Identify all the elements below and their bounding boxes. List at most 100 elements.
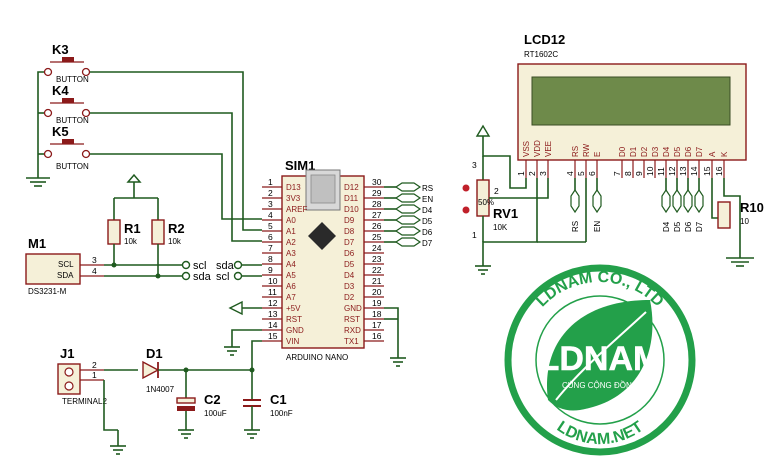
- mcu-net-flag: [394, 204, 422, 214]
- lcd-net-flag: [661, 188, 671, 214]
- rv1-mark: 50%: [478, 198, 494, 207]
- r10-ref: R10: [740, 200, 764, 215]
- arduino-nano: SIM1 ARDUINO NANO 1D1323V33AREF4A05A16A2…: [216, 158, 384, 362]
- mcu-left-pin-number: 5: [268, 221, 273, 231]
- mcu-right-pin-name: RXD: [344, 326, 361, 335]
- m1-pin-sda: SDA: [57, 271, 74, 280]
- lcd-net-flag: [672, 188, 682, 214]
- j1-model: TERMINAL2: [62, 397, 107, 406]
- r2-ref: R2: [168, 221, 185, 236]
- c1-ref: C1: [270, 392, 287, 407]
- lcd-pin-name: D7: [695, 146, 704, 157]
- m1-pinno-4: 4: [92, 266, 97, 276]
- j1-ref: J1: [60, 346, 74, 361]
- lcd-pin-name: RS: [571, 146, 580, 157]
- potentiometer-rv1: 3 2 1 50% RV1 10K: [462, 156, 518, 242]
- m1-pinno-3: 3: [92, 255, 97, 265]
- mcu-left-pin-name: A4: [286, 260, 296, 269]
- mcu-right-pin-number: 17: [372, 320, 382, 330]
- mcu-left-pin-name: A7: [286, 293, 296, 302]
- logo-center-text: LDNAM: [539, 340, 662, 378]
- lcd-pin-name: D4: [662, 146, 671, 157]
- lcd-pin-name: D5: [673, 146, 682, 157]
- c2-ref: C2: [204, 392, 221, 407]
- rv1-value: 10K: [493, 223, 508, 232]
- mcu-left-pin-name: A2: [286, 238, 296, 247]
- r10-value: 10: [740, 217, 749, 226]
- rv1-pin-2: 2: [494, 186, 499, 196]
- mcu-left-pin-number: 10: [268, 276, 278, 286]
- lcd-pin-number: 6: [587, 171, 597, 176]
- mcu-left-pin-name: RST: [286, 315, 302, 324]
- mcu-right-pin-number: 24: [372, 243, 382, 253]
- mcu-wires: [224, 300, 406, 370]
- lcd-pin-number: 15: [702, 166, 712, 176]
- mcu-right-pin-number: 27: [372, 210, 382, 220]
- lcd-net-flag: [592, 188, 602, 214]
- lcd-pin-name: VDD: [533, 140, 542, 157]
- mcu-left-pins: 1D1323V33AREF4A05A16A27A38A49A510A611A71…: [262, 177, 307, 346]
- m1-pin-scl: SCL: [58, 260, 74, 269]
- rv1-ref: RV1: [493, 206, 518, 221]
- mcu-right-pin-number: 29: [372, 188, 382, 198]
- lcd-net-label: EN: [593, 221, 602, 232]
- logo-tagline: CÙNG CỘNG ĐỒNG: [562, 380, 638, 390]
- c1-value: 100nF: [270, 409, 293, 418]
- lcd-pin-number: 11: [656, 167, 666, 176]
- mcu-left-pin-number: 13: [268, 309, 278, 319]
- lcd-module: LCD12 RT1602C VSS1VDD2VEE3RS4RSRW5E6END0…: [516, 32, 747, 232]
- lcd-pin-name: D0: [618, 146, 627, 157]
- mcu-left-pin-name: A1: [286, 227, 296, 236]
- lcd-pin-name: VEE: [544, 141, 553, 157]
- mcu-left-pin-number: 3: [268, 199, 273, 209]
- button-k5: K5 BUTTON: [43, 124, 91, 171]
- mcu-right-pin-number: 30: [372, 177, 382, 187]
- button-wires: [26, 71, 262, 242]
- lcd-pin-number: 3: [538, 171, 548, 176]
- mcu-net-label: D5: [422, 217, 433, 226]
- mcu-left-pin-number: 4: [268, 210, 273, 220]
- mcu-net-label: D4: [422, 206, 433, 215]
- mcu-net-flag: [394, 237, 422, 247]
- lcd-ref: LCD12: [524, 32, 565, 47]
- mcu-right-pin-name: D5: [344, 260, 355, 269]
- mcu-right-pin-name: D12: [344, 183, 359, 192]
- mcu-left-pin-number: 2: [268, 188, 273, 198]
- lcd-pin-name: RW: [582, 143, 591, 157]
- lcd-net-flag: [570, 188, 580, 214]
- mcu-right-pin-name: D3: [344, 282, 355, 291]
- mcu-net-flag: [394, 215, 422, 225]
- lcd-pin-name: E: [593, 152, 602, 157]
- lcd-pin-name: D3: [651, 146, 660, 157]
- d1-model: 1N4007: [146, 385, 175, 394]
- mcu-right-pin-number: 20: [372, 287, 382, 297]
- mcu-left-pin-name: +5V: [286, 304, 301, 313]
- mcu-right-pin-number: 25: [372, 232, 382, 242]
- lcd-net-label: D6: [684, 221, 693, 232]
- k3-ref: K3: [52, 42, 69, 57]
- rv1-pin-1: 1: [472, 230, 477, 240]
- lcd-pin-name: D1: [629, 146, 638, 157]
- mcu-left-pin-name: AREF: [286, 205, 307, 214]
- mcu-right-pin-number: 23: [372, 254, 382, 264]
- mcu-ref: SIM1: [285, 158, 315, 173]
- mcu-a4-label: sda: [216, 260, 235, 272]
- mcu-a5-label: scl: [216, 271, 229, 283]
- r1-ref: R1: [124, 221, 141, 236]
- backlight-resistor: R10 10: [717, 200, 764, 229]
- rv1-pin-3: 3: [472, 160, 477, 170]
- pullup-resistors: R1 10k R2 10k: [107, 173, 185, 276]
- mcu-left-pin-name: A5: [286, 271, 296, 280]
- mcu-right-pin-number: 28: [372, 199, 382, 209]
- lcd-pin-number: 4: [565, 171, 575, 176]
- mcu-left-pin-name: VIN: [286, 337, 300, 346]
- mcu-right-pin-name: D7: [344, 238, 355, 247]
- rtc-net-scl: scl: [193, 260, 206, 272]
- k4-type: BUTTON: [56, 116, 89, 125]
- mcu-left-pin-name: 3V3: [286, 194, 301, 203]
- mcu-right-pin-name: RST: [344, 315, 360, 324]
- r1-value: 10k: [124, 237, 138, 246]
- lcd-net-label: D5: [673, 221, 682, 232]
- mcu-net-label: RS: [422, 184, 433, 193]
